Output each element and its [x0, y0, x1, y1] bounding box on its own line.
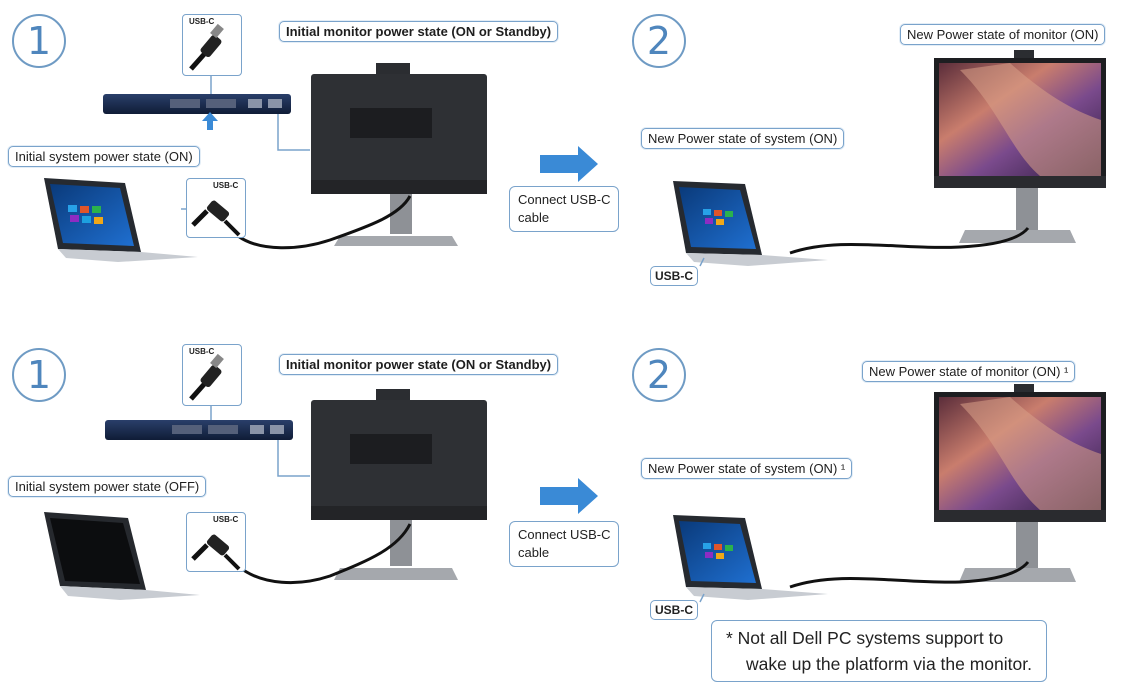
panel2-monitor-front: [934, 384, 1106, 582]
panel2-connect-line1: Connect USB-C: [518, 527, 611, 542]
panel1-step1-number: 1: [12, 14, 66, 68]
panel1-usb-c-port-label: USB-C: [650, 266, 698, 286]
panel1-step2-number: 2: [632, 14, 686, 68]
panel1-laptop-on: [673, 181, 828, 266]
panel2-step2-number: 2: [632, 348, 686, 402]
panel1-monitor-back: [311, 63, 487, 246]
panel1-up-arrow: [202, 112, 218, 130]
panel2-usb-c-top-label: USB-C: [189, 347, 215, 356]
panel1-initial-monitor-state-label: Initial monitor power state (ON or Stand…: [279, 21, 559, 42]
footnote-line1: * Not all Dell PC systems support to: [726, 628, 1004, 648]
panel2-usb-c-top-callout: USB-C: [182, 344, 242, 406]
usb-c-plug-icon: [189, 353, 224, 401]
panel1-laptop: [44, 178, 198, 262]
panel1-connect-line1: Connect USB-C: [518, 192, 611, 207]
panel1-new-system-state-label: New Power state of system (ON): [641, 128, 845, 149]
panel2-initial-monitor-state-label: Initial monitor power state (ON or Stand…: [279, 354, 559, 375]
panel2-new-system-state-label: New Power state of system (ON) ¹: [641, 458, 853, 479]
panel1-monitor-front: [934, 50, 1106, 243]
panel1-initial-system-state-label: Initial system power state (ON): [8, 146, 200, 167]
usb-c-plug-icon: [191, 534, 241, 571]
footnote: * Not all Dell PC systems support to wak…: [711, 620, 1047, 682]
panel2-new-monitor-state-label: New Power state of monitor (ON) ¹: [862, 361, 1076, 382]
panel1-usb-c-bottom-callout: USB-C: [186, 178, 246, 238]
panel1-dock: [103, 94, 291, 114]
panel2-initial-system-state-label: Initial system power state (OFF): [8, 476, 207, 497]
panel2-usb-c-bottom-label: USB-C: [213, 515, 239, 524]
panel2-monitor-back: [311, 389, 487, 580]
footnote-line2: wake up the platform via the monitor.: [746, 654, 1032, 674]
panel2-usb-c-port-label: USB-C: [650, 600, 698, 620]
panel2-step1-number: 1: [12, 348, 66, 402]
panel2-laptop-on: [673, 515, 828, 600]
panel1-right-arrow: [540, 146, 598, 182]
panel2-connect-line2: cable: [518, 545, 550, 560]
panel2-usb-c-bottom-callout: USB-C: [186, 512, 246, 572]
panel1-usb-c-top-callout: USB-C: [182, 14, 242, 76]
panel1-connect-line2: cable: [518, 210, 550, 225]
panel2-connect-instruction: Connect USB-C cable: [509, 521, 620, 567]
panel1-connect-instruction: Connect USB-C cable: [509, 186, 620, 232]
panel2-laptop-off: [44, 512, 200, 600]
panel1-usb-c-bottom-label: USB-C: [213, 181, 239, 190]
panel1-usb-c-top-label: USB-C: [189, 17, 215, 26]
panel2-right-arrow: [540, 478, 598, 514]
panel2-dock: [105, 420, 293, 440]
panel1-new-monitor-state-label: New Power state of monitor (ON): [900, 24, 1106, 45]
usb-c-plug-icon: [191, 200, 241, 237]
usb-c-plug-icon: [189, 23, 224, 71]
